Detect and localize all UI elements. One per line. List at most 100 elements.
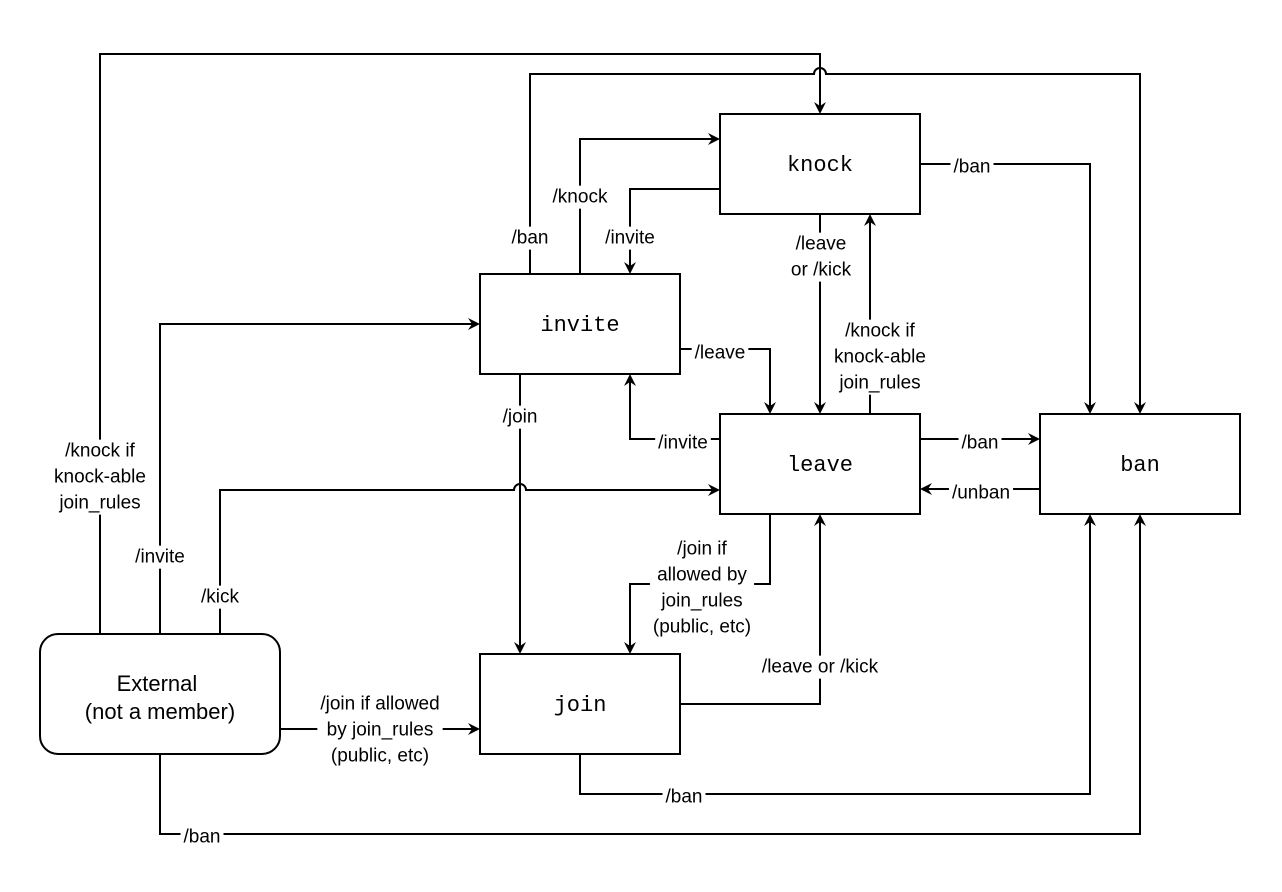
node-join-label: join [554, 693, 607, 718]
label-invite-to-join: /join [499, 405, 541, 429]
node-external-line-1: External [117, 671, 198, 696]
label-leave-to-knock-background [831, 319, 929, 395]
label-join-to-ban-line-1: /ban [666, 787, 703, 808]
label-external-to-ban-background [180, 825, 224, 849]
label-external-to-knock-line-3: join_rules [58, 493, 140, 514]
label-knock-to-invite-background [602, 226, 658, 250]
label-join-to-leave-line-1: /leave or /kick [762, 657, 879, 678]
label-invite-to-ban: /ban [508, 226, 552, 250]
node-external: External (not a member) [39, 633, 281, 755]
node-ban: ban [1039, 413, 1241, 515]
node-ban-box [1039, 413, 1241, 515]
label-ban-to-leave-text: /unban [952, 483, 1010, 504]
label-leave-to-invite-text: /invite [658, 433, 708, 454]
label-invite-to-knock: /knock [549, 185, 611, 209]
node-knock: knock [719, 113, 921, 215]
label-leave-to-join-line-2: allowed by [657, 565, 747, 586]
label-knock-to-ban: /ban [950, 155, 994, 179]
label-knock-to-ban-line-1: /ban [954, 157, 991, 178]
label-external-to-join-line-3: (public, etc) [331, 746, 429, 767]
label-external-to-leave-text: /kick [201, 587, 240, 608]
label-leave-to-join-line-1: /join if [677, 539, 727, 560]
label-invite-to-ban-background [508, 226, 552, 250]
label-invite-to-knock-background [549, 185, 611, 209]
node-join-box [479, 653, 681, 755]
node-ban-label: ban [1120, 453, 1160, 478]
label-ban-to-leave-line-1: /unban [952, 483, 1010, 504]
label-leave-to-knock-line-1: /knock if [845, 321, 915, 342]
node-external-line-2: (not a member) [85, 699, 235, 724]
label-external-to-invite-line-1: /invite [135, 547, 185, 568]
label-external-to-ban-line-1: /ban [184, 827, 221, 848]
label-leave-to-invite-background [655, 431, 711, 455]
label-join-to-leave-text: /leave or /kick [762, 657, 879, 678]
label-invite-to-leave: /leave [691, 341, 749, 365]
label-invite-to-leave-background [691, 341, 749, 365]
label-external-to-invite: /invite [132, 545, 188, 569]
label-ban-to-leave: /unban [948, 481, 1014, 505]
label-join-to-leave: /leave or /kick [758, 655, 882, 679]
edge-external-to-invite [159, 318, 480, 634]
label-invite-to-leave-line-1: /leave [695, 343, 746, 364]
label-knock-to-ban-background [950, 155, 994, 179]
label-knock-to-invite: /invite [602, 226, 658, 250]
label-knock-to-invite-line-1: /invite [605, 228, 655, 249]
label-leave-to-ban-text: /ban [962, 433, 999, 454]
label-external-to-knock-line-1: /knock if [65, 441, 135, 462]
label-invite-to-leave-text: /leave [695, 343, 746, 364]
edge-join-to-leave [680, 514, 826, 705]
node-leave-label: leave [787, 453, 853, 478]
node-invite-box [479, 273, 681, 375]
label-invite-to-join-line-1: /join [503, 407, 538, 428]
label-leave-to-knock-text: /knock if knock-able join_rules [834, 321, 926, 394]
nodes: knock invite leave ban join External (no… [39, 113, 1241, 755]
label-leave-to-ban: /ban [958, 431, 1002, 455]
node-join: join [479, 653, 681, 755]
label-knock-to-leave-line-1: /leave [796, 234, 847, 255]
edge-knock-to-ban [920, 163, 1096, 414]
edge-leave-to-invite [624, 374, 720, 440]
node-knock-label: knock [787, 153, 853, 178]
label-invite-to-knock-text: /knock [553, 187, 608, 208]
label-knock-to-ban-text: /ban [954, 157, 991, 178]
label-external-to-join-line-1: /join if allowed [320, 694, 439, 715]
label-external-to-leave-line-1: /kick [201, 587, 240, 608]
label-leave-to-join-background [649, 537, 755, 639]
node-leave: leave [719, 413, 921, 515]
label-leave-to-invite-line-1: /invite [658, 433, 708, 454]
label-ban-to-leave-background [948, 481, 1014, 505]
label-external-to-leave-background [198, 585, 243, 609]
label-external-to-leave: /kick [198, 585, 243, 609]
label-leave-to-join-line-4: (public, etc) [653, 617, 751, 638]
label-invite-to-ban-text: /ban [512, 228, 549, 249]
label-invite-to-join-text: /join [503, 407, 538, 428]
edge-external-to-ban [159, 514, 1146, 835]
label-external-to-join-background [317, 692, 443, 768]
label-join-to-ban-text: /ban [666, 787, 703, 808]
label-leave-to-ban-background [958, 431, 1002, 455]
label-leave-to-invite: /invite [655, 431, 711, 455]
label-invite-to-join-background [499, 405, 541, 429]
edge-external-to-knock [99, 53, 826, 634]
label-leave-to-knock-line-2: knock-able [834, 347, 926, 368]
label-join-to-ban-background [662, 785, 706, 809]
label-leave-to-knock-line-3: join_rules [838, 373, 920, 394]
node-knock-box [719, 113, 921, 215]
node-invite: invite [479, 273, 681, 375]
label-knock-to-invite-text: /invite [605, 228, 655, 249]
node-external-label: External (not a member) [85, 671, 235, 724]
edge-invite-to-ban [529, 67, 1146, 414]
edge-external-to-leave [219, 483, 720, 634]
label-join-to-leave-background [758, 655, 882, 679]
node-external-box [39, 633, 281, 755]
label-external-to-invite-text: /invite [135, 547, 185, 568]
node-leave-box [719, 413, 921, 515]
